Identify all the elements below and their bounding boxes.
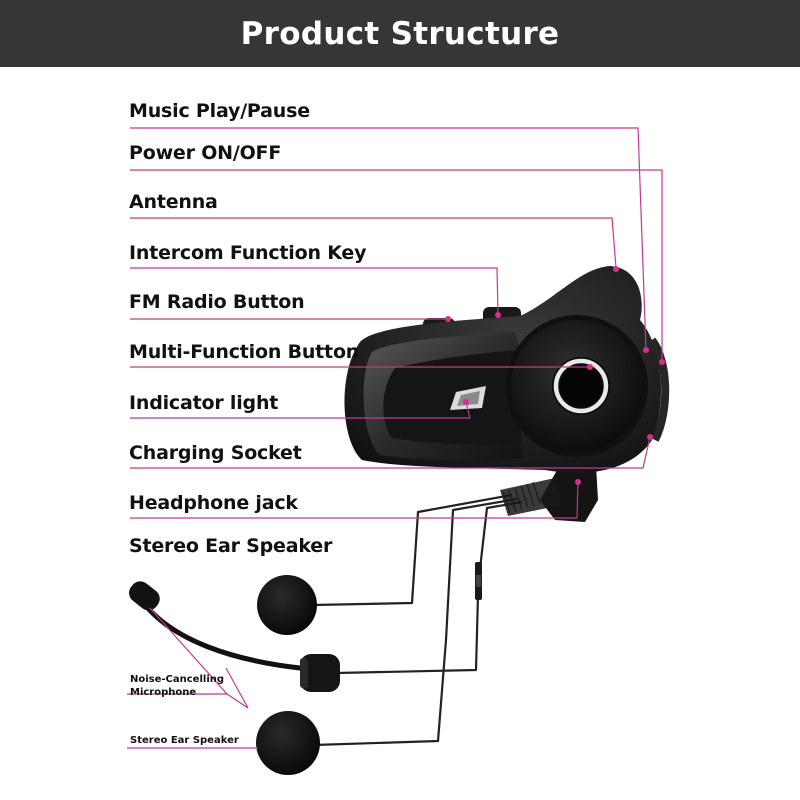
dot-music-play-pause [643, 347, 649, 353]
label-antenna: Antenna [129, 191, 218, 213]
label-intercom-function-key: Intercom Function Key [129, 242, 367, 264]
leader-dots [445, 266, 665, 485]
leader-lines [127, 127, 663, 749]
label-ear-speaker-small: Stereo Ear Speaker [130, 735, 239, 746]
label-power-on-off: Power ON/OFF [129, 142, 282, 164]
title-banner: Product Structure [0, 0, 800, 67]
dot-indicator-light [463, 399, 469, 405]
label-stereo-ear-speaker: Stereo Ear Speaker [129, 535, 333, 557]
label-multi-function-button: Multi-Function Button [129, 341, 360, 363]
label-headphone-jack: Headphone jack [129, 492, 298, 514]
label-microphone: Noise-Cancelling Microphone [130, 673, 224, 699]
cable-connector [475, 562, 482, 600]
dot-power [659, 359, 665, 365]
microphone-boom [129, 581, 340, 692]
dot-fm-radio [445, 316, 451, 322]
page-title: Product Structure [240, 15, 560, 52]
dot-charging-socket [647, 434, 653, 440]
label-indicator-light: Indicator light [129, 392, 279, 414]
label-charging-socket: Charging Socket [129, 442, 302, 464]
label-microphone-line2: Microphone [130, 687, 197, 698]
dot-antenna [613, 266, 619, 272]
dot-multi-function [587, 364, 593, 370]
cables [312, 493, 523, 747]
dot-headphone-jack [575, 479, 581, 485]
label-microphone-line1: Noise-Cancelling [130, 674, 225, 685]
label-fm-radio-button: FM Radio Button [129, 291, 305, 313]
ear-speaker-foam-top [257, 575, 317, 635]
label-music-play-pause: Music Play/Pause [129, 100, 310, 122]
dot-intercom-key [495, 312, 501, 318]
intercom-device [344, 266, 670, 522]
ear-speaker-foam-bottom [256, 711, 320, 775]
